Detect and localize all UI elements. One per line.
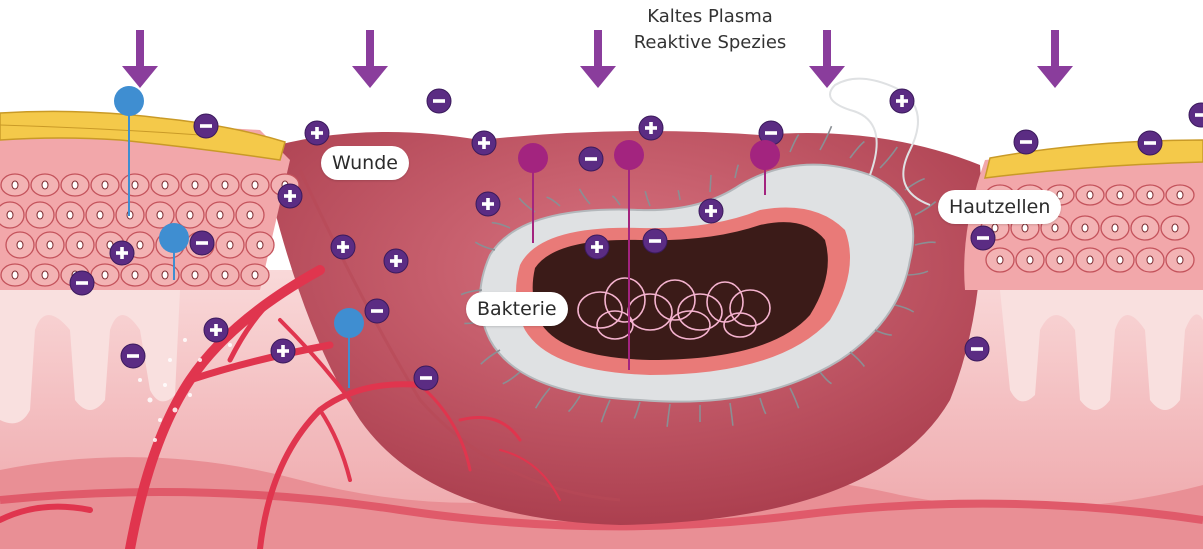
minus-ion-icon <box>121 344 145 368</box>
plus-ion-icon <box>204 318 228 342</box>
plus-ion-icon <box>476 192 500 216</box>
label-skin-cells: Hautzellen <box>938 190 1061 224</box>
minus-ion-icon <box>1189 103 1203 127</box>
minus-ion-icon <box>579 147 603 171</box>
minus-ion-icon <box>70 271 94 295</box>
left-skin-layer <box>0 111 290 290</box>
plus-ion-icon <box>699 199 723 223</box>
plus-ion-icon <box>639 116 663 140</box>
plus-ion-icon <box>890 89 914 113</box>
plus-ion-icon <box>331 235 355 259</box>
plus-ion-icon <box>472 131 496 155</box>
plus-ion-icon <box>110 241 134 265</box>
label-wound: Wunde <box>321 146 409 180</box>
minus-ion-icon <box>971 226 995 250</box>
label-bacterium: Bakterie <box>466 292 568 326</box>
plus-ion-icon <box>384 249 408 273</box>
minus-ion-icon <box>1014 130 1038 154</box>
minus-ion-icon <box>194 114 218 138</box>
minus-ion-icon <box>190 231 214 255</box>
minus-ion-icon <box>1138 131 1162 155</box>
arrow-down-icon <box>122 30 158 88</box>
title-line-1: Kaltes Plasma <box>560 6 860 28</box>
minus-ion-icon <box>643 229 667 253</box>
plus-ion-icon <box>271 339 295 363</box>
title-line-2: Reaktive Spezies <box>560 32 860 54</box>
plus-ion-icon <box>585 235 609 259</box>
plus-ion-icon <box>278 184 302 208</box>
minus-ion-icon <box>427 89 451 113</box>
minus-ion-icon <box>965 337 989 361</box>
arrow-down-icon <box>1037 30 1073 88</box>
minus-ion-icon <box>414 366 438 390</box>
plus-ion-icon <box>305 121 329 145</box>
minus-ion-icon <box>365 299 389 323</box>
arrow-down-icon <box>352 30 388 88</box>
